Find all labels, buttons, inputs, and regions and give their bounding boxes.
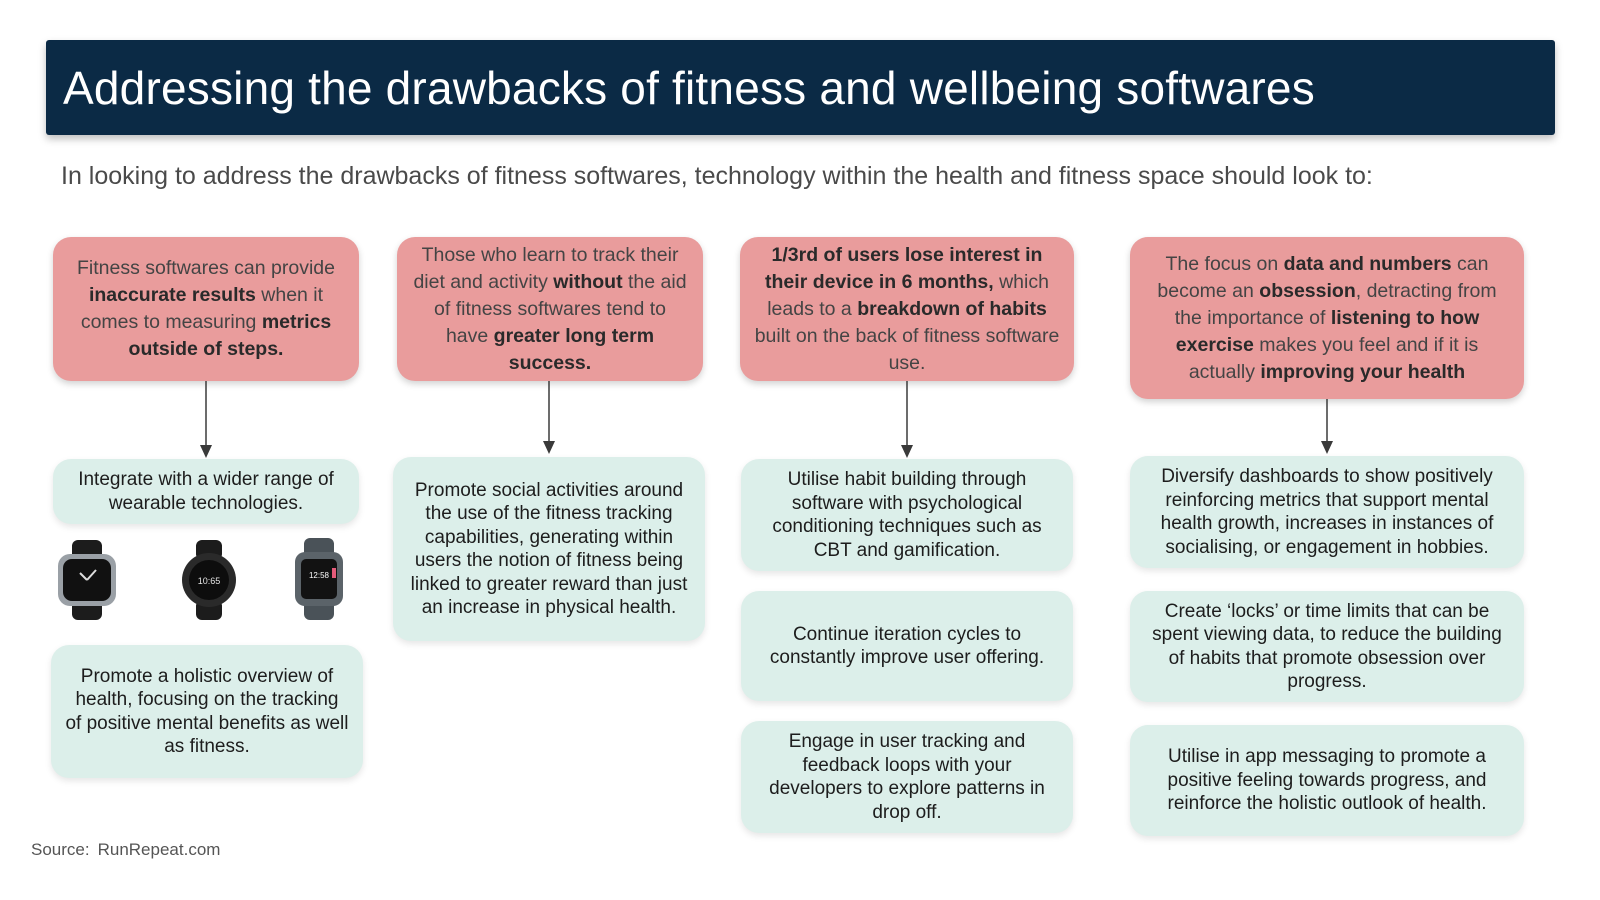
svg-text:10:65: 10:65: [198, 576, 221, 586]
emphasis-text: improving your health: [1260, 360, 1466, 383]
body-text: Those who learn to track their diet and …: [413, 243, 679, 293]
emphasis-text: inaccurate results: [88, 284, 256, 306]
emphasis-text: obsession: [1259, 279, 1356, 302]
problem-box-without-software: Those who learn to track their diet and …: [397, 237, 703, 381]
problem-text: The focus on data and numbers can become…: [1144, 251, 1510, 386]
emphasis-text: data and numbers: [1283, 252, 1452, 275]
title-banner: Addressing the drawbacks of fitness and …: [46, 40, 1555, 135]
body-text: The focus on: [1165, 252, 1284, 275]
body-text: the aid of fitness softwares tend to hav…: [434, 270, 687, 347]
emphasis-text: listening to how exercise: [1175, 306, 1480, 356]
problem-text: Those who learn to track their diet and …: [411, 242, 689, 377]
body-text: built on the back of fitness software us…: [754, 324, 1060, 374]
solution-box-wearables: Integrate with a wider range of wearable…: [53, 459, 359, 524]
body-text: can become an: [1157, 252, 1489, 302]
body-text: when it comes to measuring: [80, 284, 324, 333]
problem-box-lose-interest: 1/3rd of users lose interest in their de…: [740, 237, 1074, 381]
smartwatch-image-3: 12:58: [295, 538, 343, 620]
problem-text: Fitness softwares can provide inaccurate…: [67, 255, 345, 363]
solution-box-iteration: Continue iteration cycles to constantly …: [741, 591, 1073, 701]
solution-box-messaging: Utilise in app messaging to promote a po…: [1130, 725, 1524, 836]
problem-box-data-obsession: The focus on data and numbers can become…: [1130, 237, 1524, 399]
smartwatch-image-2: 10:65: [182, 540, 236, 620]
solution-box-habit-building: Utilise habit building through software …: [741, 459, 1073, 571]
source-citation: Source: RunRepeat.com: [31, 840, 220, 860]
emphasis-text: greater long term success.: [493, 324, 655, 374]
solution-box-dashboards: Diversify dashboards to show positively …: [1130, 456, 1524, 568]
solution-box-locks: Create ‘locks’ or time limits that can b…: [1130, 591, 1524, 702]
emphasis-text: metrics outside of steps.: [128, 311, 332, 360]
problem-text: 1/3rd of users lose interest in their de…: [754, 242, 1060, 377]
source-label: Source:: [31, 840, 90, 859]
body-text: which leads to a: [767, 270, 1049, 320]
solution-box-feedback: Engage in user tracking and feedback loo…: [741, 721, 1073, 833]
arrow-down-4: [1321, 399, 1333, 454]
arrow-down-3: [901, 381, 913, 458]
body-text: makes you feel and if it is actually: [1188, 333, 1479, 383]
solution-box-social: Promote social activities around the use…: [393, 457, 705, 641]
arrow-down-1: [200, 381, 212, 458]
problem-box-inaccurate-results: Fitness softwares can provide inaccurate…: [53, 237, 359, 381]
source-value: RunRepeat.com: [97, 840, 221, 859]
intro-text: In looking to address the drawbacks of f…: [61, 162, 1373, 190]
emphasis-text: breakdown of habits: [857, 297, 1047, 320]
page-title: Addressing the drawbacks of fitness and …: [63, 61, 1315, 114]
emphasis-text: 1/3rd of users lose interest in their de…: [765, 243, 1043, 293]
arrow-down-2: [543, 381, 555, 454]
body-text: , detracting from the importance of: [1174, 279, 1497, 329]
smartwatch-image-1: [58, 540, 116, 620]
emphasis-text: without: [553, 270, 623, 293]
solution-box-holistic: Promote a holistic overview of health, f…: [51, 645, 363, 778]
body-text: Fitness softwares can provide: [77, 257, 335, 279]
svg-text:12:58: 12:58: [309, 571, 330, 580]
